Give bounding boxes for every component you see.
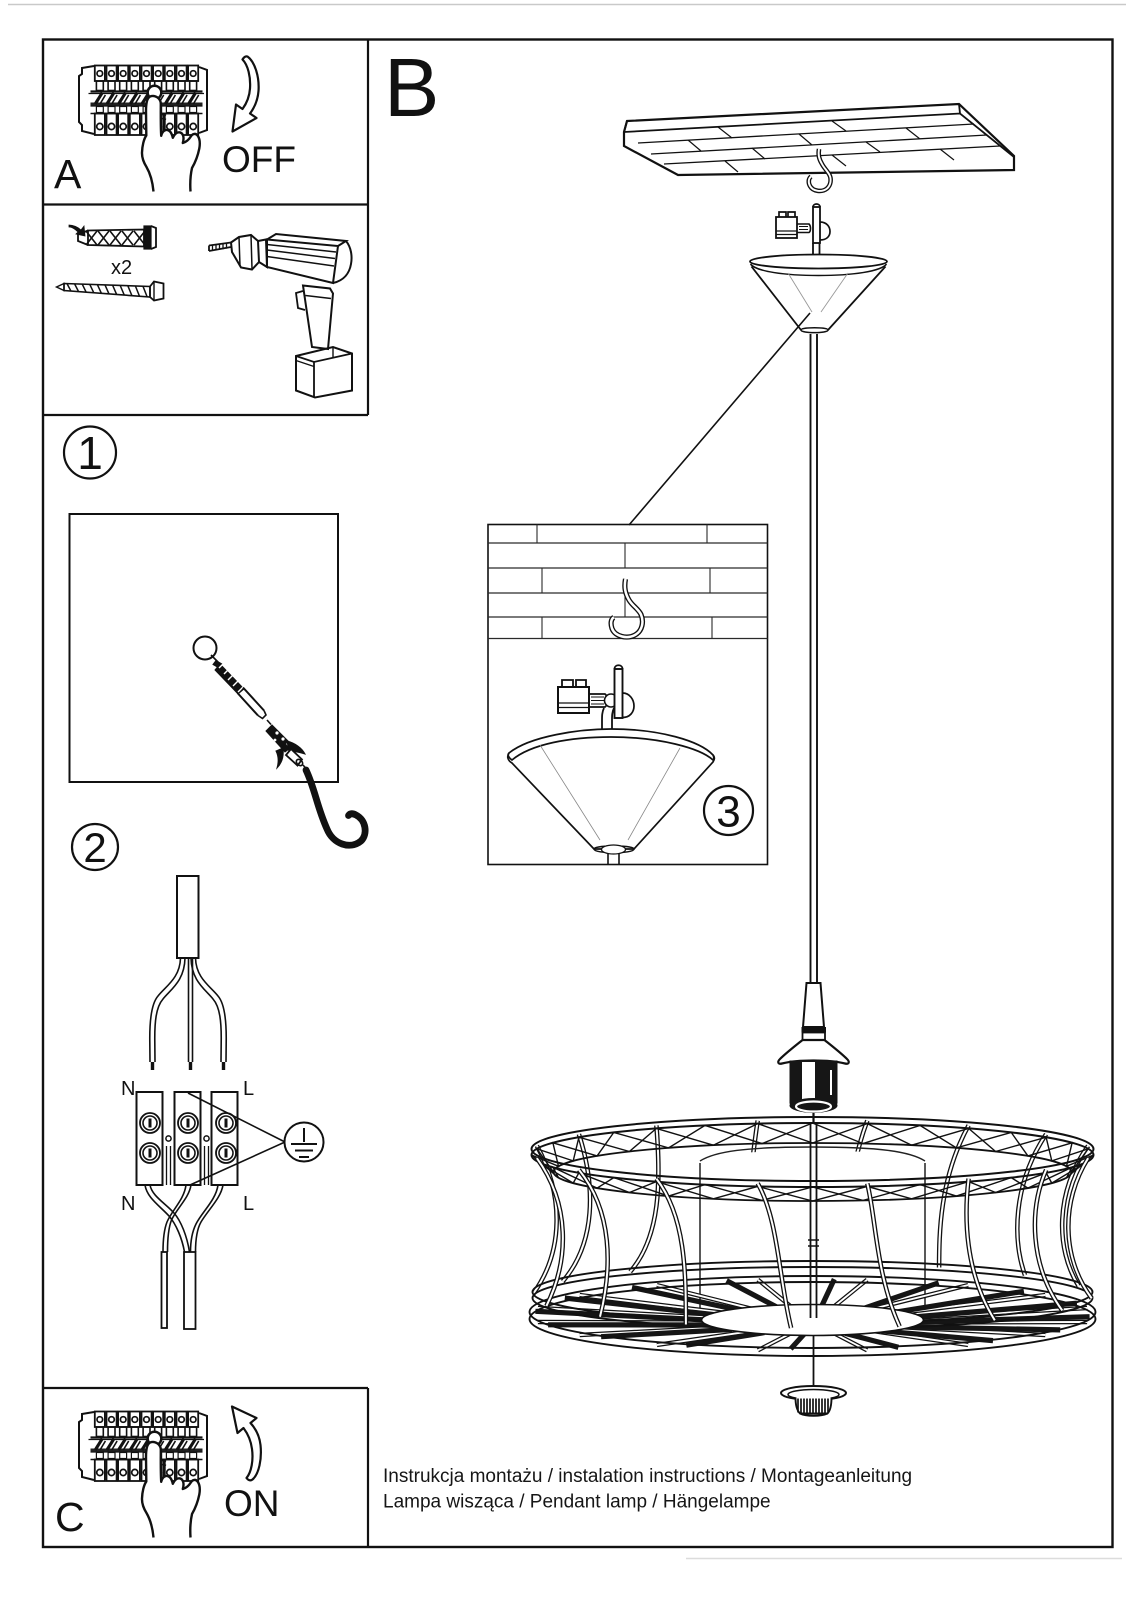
svg-text:N: N (121, 1078, 135, 1100)
svg-text:L: L (243, 1078, 254, 1100)
svg-text:C: C (55, 1494, 85, 1540)
svg-text:Lampa wisząca / Pendant lamp /: Lampa wisząca / Pendant lamp / Hängelamp… (383, 1492, 771, 1513)
svg-text:B: B (384, 41, 439, 134)
svg-text:2: 2 (83, 824, 106, 871)
svg-text:x2: x2 (111, 257, 132, 279)
svg-text:ON: ON (224, 1483, 280, 1524)
svg-text:Instrukcja montażu / instalati: Instrukcja montażu / instalation instruc… (383, 1466, 912, 1487)
svg-text:1: 1 (77, 427, 103, 479)
svg-text:3: 3 (716, 787, 740, 836)
svg-text:L: L (243, 1193, 254, 1215)
svg-text:N: N (121, 1193, 135, 1215)
svg-text:A: A (54, 151, 82, 197)
svg-text:OFF: OFF (222, 139, 296, 180)
